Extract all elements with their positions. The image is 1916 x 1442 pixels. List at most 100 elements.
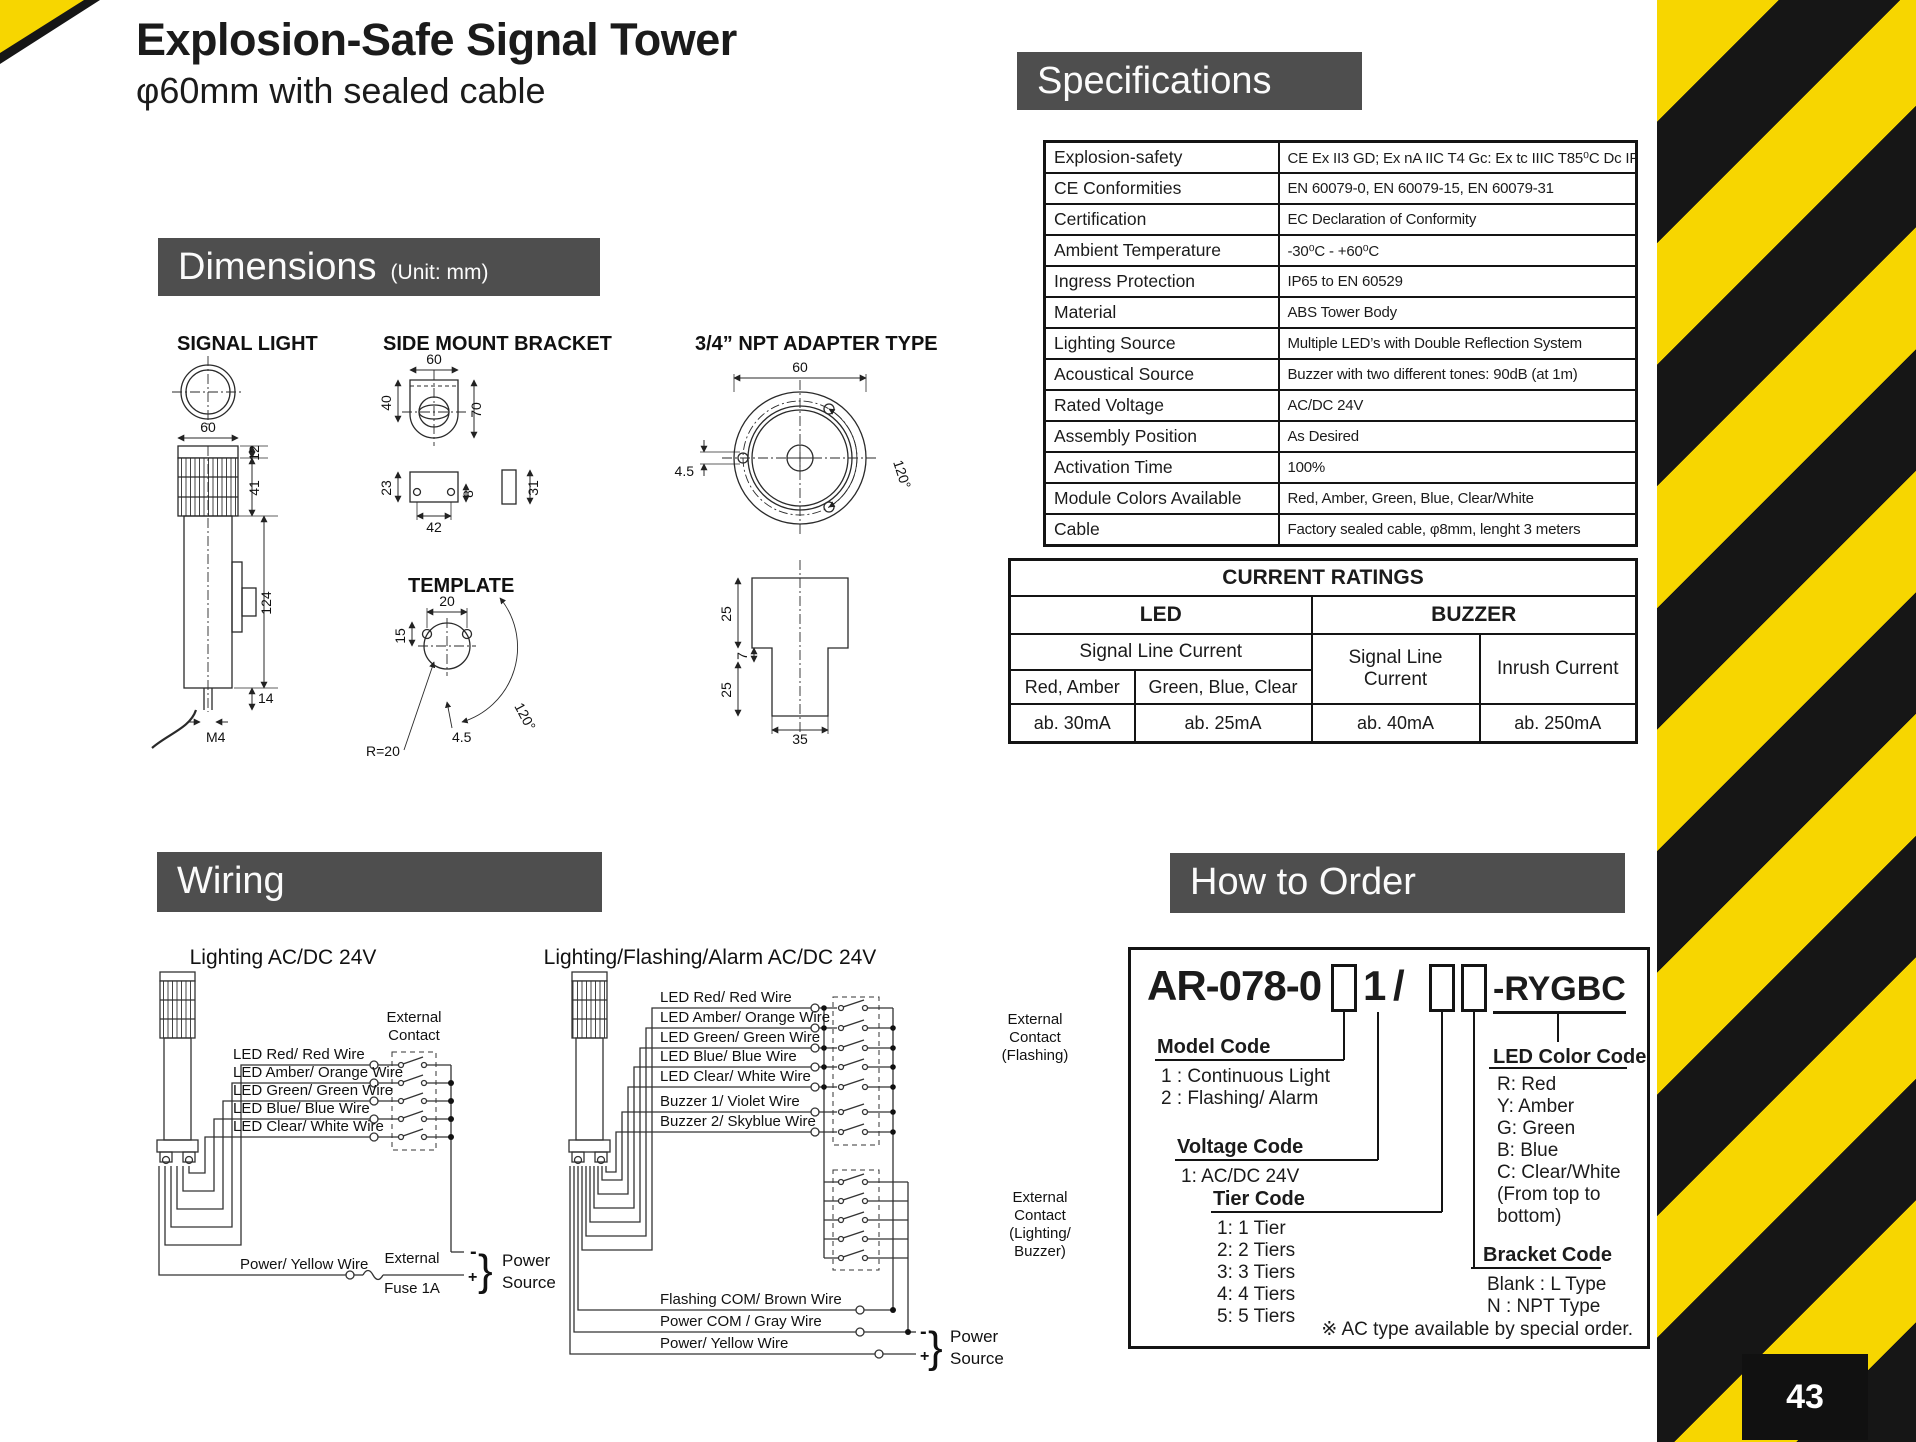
- wire-label: Power/ Yellow Wire: [660, 1335, 788, 1352]
- npt-adapter-drawing: [700, 374, 878, 734]
- model-code-item: 2 : Flashing/ Alarm: [1161, 1088, 1319, 1109]
- page-subtitle: φ60mm with sealed cable: [136, 70, 546, 111]
- table-row: Signal Line Current Signal Line Current …: [1008, 633, 1638, 705]
- dim-template-radius: R=20: [366, 743, 400, 759]
- dim-npt-hole: 4.5: [675, 463, 695, 479]
- order-code-box-model: [1331, 964, 1357, 1012]
- voltage-code-item: 1: AC/DC 24V: [1181, 1166, 1300, 1187]
- table-row: Ambient Temperature-30⁰C - +60⁰C: [1043, 234, 1638, 267]
- fuse-label: External: [384, 1250, 439, 1267]
- dim-npt-h1: 25: [718, 606, 734, 622]
- npt-title: 3/4” NPT ADAPTER TYPE: [695, 333, 938, 355]
- spec-value: AC/DC 24V: [1277, 389, 1638, 422]
- page-title-block: Explosion-Safe Signal Tower φ60mm with s…: [136, 14, 896, 112]
- order-code-box-bracket: [1461, 964, 1487, 1012]
- page-number: 43: [1742, 1354, 1868, 1440]
- section-header-specifications: Specifications: [1017, 52, 1362, 110]
- inrush-current: Inrush Current: [1478, 633, 1638, 705]
- wire-label: LED Red/ Red Wire: [233, 1046, 365, 1063]
- tier-code-item: 1: 1 Tier: [1217, 1218, 1286, 1239]
- spec-value: As Desired: [1277, 420, 1638, 453]
- table-row: LED BUZZER: [1008, 595, 1638, 635]
- spec-label: Acoustical Source: [1043, 358, 1280, 391]
- power-source-label: Power: [502, 1251, 551, 1270]
- lighting-contact-label: Contact: [1014, 1207, 1067, 1224]
- section-title: Specifications: [1037, 60, 1272, 102]
- voltage-code-title: Voltage Code: [1177, 1136, 1304, 1158]
- spec-label: Module Colors Available: [1043, 482, 1280, 515]
- spec-value: Factory sealed cable, φ8mm, lenght 3 met…: [1277, 513, 1638, 547]
- dim-top-width: 60: [426, 351, 442, 367]
- value-inrush: ab. 250mA: [1478, 703, 1638, 744]
- fuse-label: Fuse 1A: [384, 1280, 440, 1297]
- dim-template-hole: 4.5: [452, 729, 472, 745]
- template-title: TEMPLATE: [408, 575, 514, 597]
- dim-npt-h2: 7: [734, 652, 750, 660]
- flashing-contact-label: External: [1007, 1011, 1062, 1028]
- flashing-contact-label: Contact: [1009, 1029, 1062, 1046]
- led-signal-line-current: Signal Line Current: [1008, 633, 1313, 671]
- table-row: CURRENT RATINGS: [1008, 558, 1638, 597]
- brace: }: [478, 1246, 493, 1295]
- power-source-label: Power: [950, 1327, 999, 1346]
- wire-label: LED Amber/ Orange Wire: [233, 1064, 403, 1081]
- external-contact-label: Contact: [388, 1027, 441, 1044]
- dim-lens: 41: [246, 480, 262, 496]
- dim-hole: 8: [460, 490, 476, 498]
- current-ratings-table: CURRENT RATINGS LED BUZZER Signal Line C…: [1008, 558, 1639, 744]
- spec-label: Assembly Position: [1043, 420, 1280, 453]
- spec-label: Explosion-safety: [1043, 140, 1280, 174]
- dim-npt-base-width: 35: [792, 731, 808, 747]
- tier-code-item: 4: 4 Tiers: [1217, 1284, 1296, 1305]
- spec-label: Activation Time: [1043, 451, 1280, 484]
- dim-body: 124: [258, 591, 274, 615]
- dimensions-drawings: SIGNAL LIGHT 60 12 41 124 14 M4 SIDE MOU…: [151, 333, 938, 759]
- spec-value: -30⁰C - +60⁰C: [1277, 234, 1638, 267]
- wire-label: Power COM / Gray Wire: [660, 1313, 822, 1330]
- value-green-blue-clear: ab. 25mA: [1133, 703, 1313, 744]
- how-to-order-box: AR-078-0 1 / -RYGBC Model Code 1 : Conti…: [1128, 947, 1650, 1349]
- page-number-value: 43: [1786, 1377, 1824, 1416]
- buzzer-signal-line-current: Signal Line Current: [1310, 633, 1481, 705]
- spec-value: Red, Amber, Green, Blue, Clear/White: [1277, 482, 1638, 515]
- wire-label: LED Green/ Green Wire: [233, 1082, 393, 1099]
- lighting-contact-label: (Lighting/: [1009, 1225, 1072, 1242]
- led-color-item: (From top to bottom): [1497, 1184, 1601, 1227]
- led-color-code-title: LED Color Code: [1493, 1046, 1647, 1068]
- signal-light-title: SIGNAL LIGHT: [177, 333, 318, 355]
- table-row: Red, Amber Green, Blue, Clear: [1008, 669, 1637, 705]
- tier-code-item: 3: 3 Tiers: [1217, 1262, 1296, 1283]
- led-color-item: R: Red: [1497, 1074, 1557, 1095]
- spec-label: CE Conformities: [1043, 172, 1280, 205]
- spec-label: Certification: [1043, 203, 1280, 236]
- minus-terminal: -: [470, 1241, 477, 1263]
- wiring-diagrams: Lighting AC/DC 24V LED Red/ Red Wire LED…: [156, 946, 1072, 1372]
- wire-label: Buzzer 1/ Violet Wire: [660, 1093, 800, 1110]
- dim-cap: 12: [246, 445, 262, 461]
- bracket-code-title: Bracket Code: [1483, 1244, 1612, 1266]
- wire-label: LED Blue/ Blue Wire: [233, 1100, 370, 1117]
- spec-value: CE Ex II3 GD; Ex nA IIC T4 Gc: Ex tc III…: [1277, 140, 1638, 174]
- signal-tower-icon: [568, 971, 611, 1165]
- dim-npt-angle: 120°: [890, 458, 914, 490]
- tier-code-item: 5: 5 Tiers: [1217, 1306, 1296, 1327]
- section-header-how-to-order: How to Order: [1170, 853, 1625, 913]
- spec-value: 100%: [1277, 451, 1638, 484]
- value-red-amber: ab. 30mA: [1008, 703, 1136, 744]
- wire-label: LED Clear/ White Wire: [233, 1118, 384, 1135]
- model-code-item: 1 : Continuous Light: [1161, 1066, 1331, 1087]
- led-color-item: G: Green: [1497, 1118, 1576, 1139]
- spec-value: Multiple LED’s with Double Reflection Sy…: [1277, 327, 1638, 360]
- dim-npt-h3: 25: [718, 682, 734, 698]
- signal-tower-icon: [156, 971, 199, 1165]
- spec-value: Buzzer with two different tones: 90dB (a…: [1277, 358, 1638, 391]
- lighting-contact-switches: [824, 1173, 908, 1262]
- dim-template-offset: 15: [392, 628, 408, 644]
- led-header: LED: [1008, 595, 1313, 635]
- bracket-title: SIDE MOUNT BRACKET: [383, 333, 612, 355]
- spec-value: IP65 to EN 60529: [1277, 265, 1638, 298]
